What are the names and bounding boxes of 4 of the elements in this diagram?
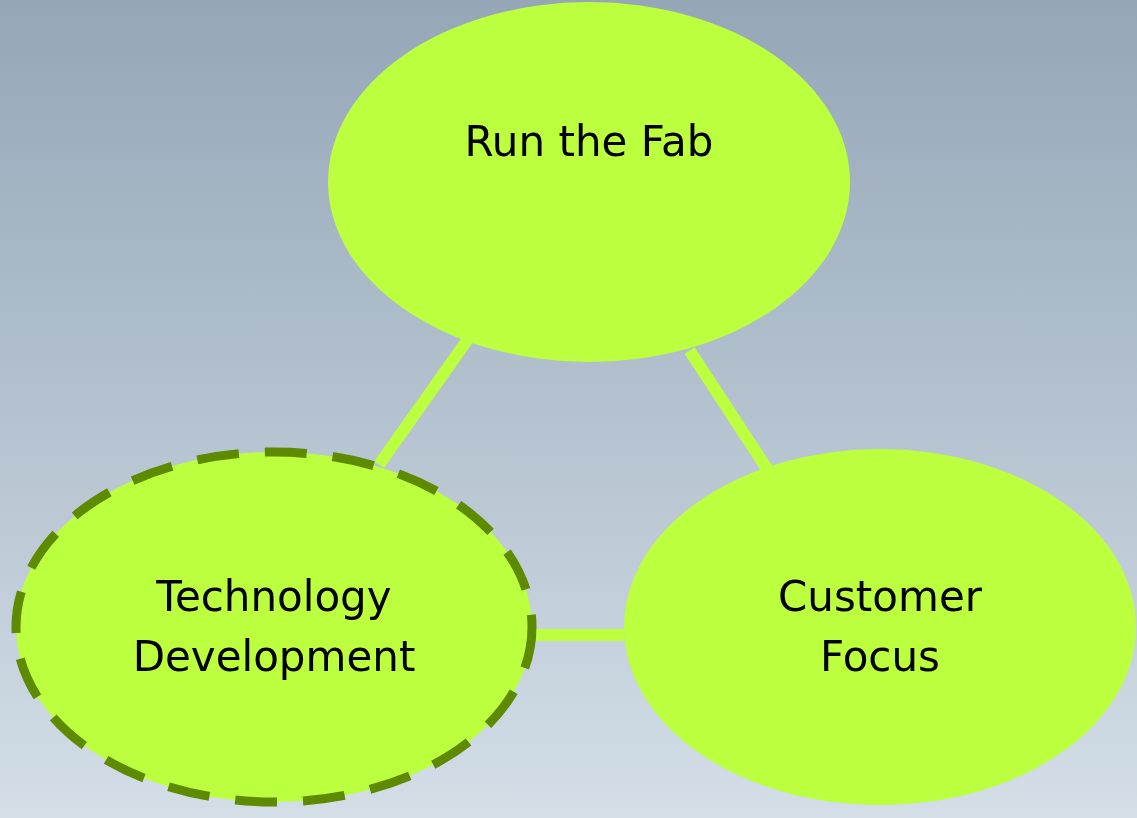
node-label: Customer Focus bbox=[777, 571, 983, 683]
node-label: Run the Fab bbox=[464, 116, 714, 168]
node-label: Technology Development bbox=[131, 571, 417, 683]
connector-line bbox=[684, 347, 773, 473]
